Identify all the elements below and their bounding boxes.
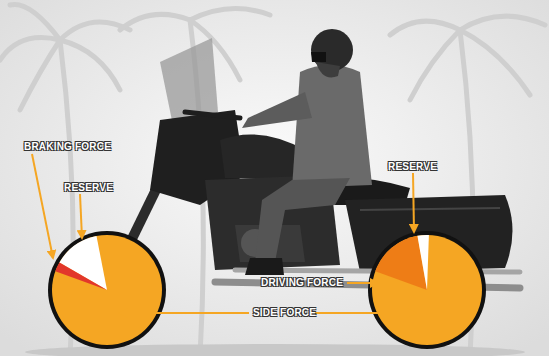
force-label: SIDE FORCE	[253, 307, 316, 318]
force-label: RESERVE	[388, 161, 437, 172]
force-label: BRAKING FORCE	[24, 141, 111, 152]
rear-wheel-chart	[368, 231, 486, 349]
force-label: RESERVE	[64, 182, 113, 193]
leader-lines	[32, 154, 415, 313]
palm-trees	[0, 4, 545, 356]
force-label: DRIVING FORCE	[261, 277, 343, 288]
front-wheel-chart	[48, 231, 166, 349]
rider	[242, 29, 372, 275]
